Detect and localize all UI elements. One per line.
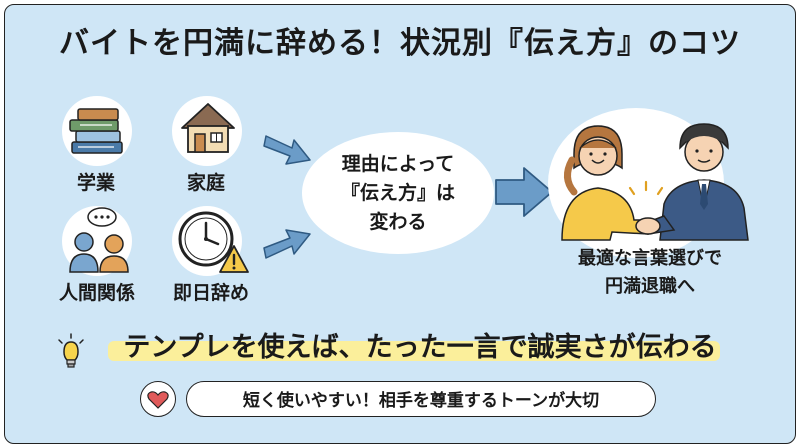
page-title: バイトを円満に辞める！状況別『伝え方』のコツ [59, 26, 741, 61]
heart-icon [147, 391, 169, 409]
tip-bubble [186, 381, 656, 417]
center-line-3: 変わる [369, 211, 427, 233]
arrow-upper-icon [263, 135, 311, 165]
main-message: テンプレを使えば、たった一言で誠実さが伝わる [123, 332, 717, 363]
situation-label-relationships: 人間関係 [58, 282, 135, 304]
handshake-icon [561, 123, 749, 241]
center-message: 理由によって 『伝え方』は 変わる [302, 150, 494, 237]
situation-label-study: 学業 [76, 172, 115, 194]
arrow-lower-icon [263, 229, 311, 259]
people-icon [69, 207, 129, 273]
result-line-2: 円満退職へ [605, 276, 695, 297]
main-message-highlight [108, 341, 720, 361]
tip-text: 短く使いやすい！相手を尊重するトーンが大切 [242, 391, 600, 411]
center-message-bubble [302, 132, 494, 254]
center-line-2: 『伝え方』は [340, 182, 455, 204]
result-message: 最適な言葉選びで 円満退職へ [540, 245, 760, 301]
center-line-1: 理由によって [341, 153, 455, 175]
house-icon [181, 103, 235, 153]
books-icon [69, 108, 123, 154]
lightbulb-icon [58, 333, 84, 368]
result-line-1: 最適な言葉選びで [578, 248, 722, 269]
situation-label-family: 家庭 [186, 172, 225, 194]
clock-warning-icon [178, 211, 249, 273]
situation-label-quit-same-day: 即日辞め [172, 282, 249, 304]
arrow-right-icon [495, 167, 553, 217]
